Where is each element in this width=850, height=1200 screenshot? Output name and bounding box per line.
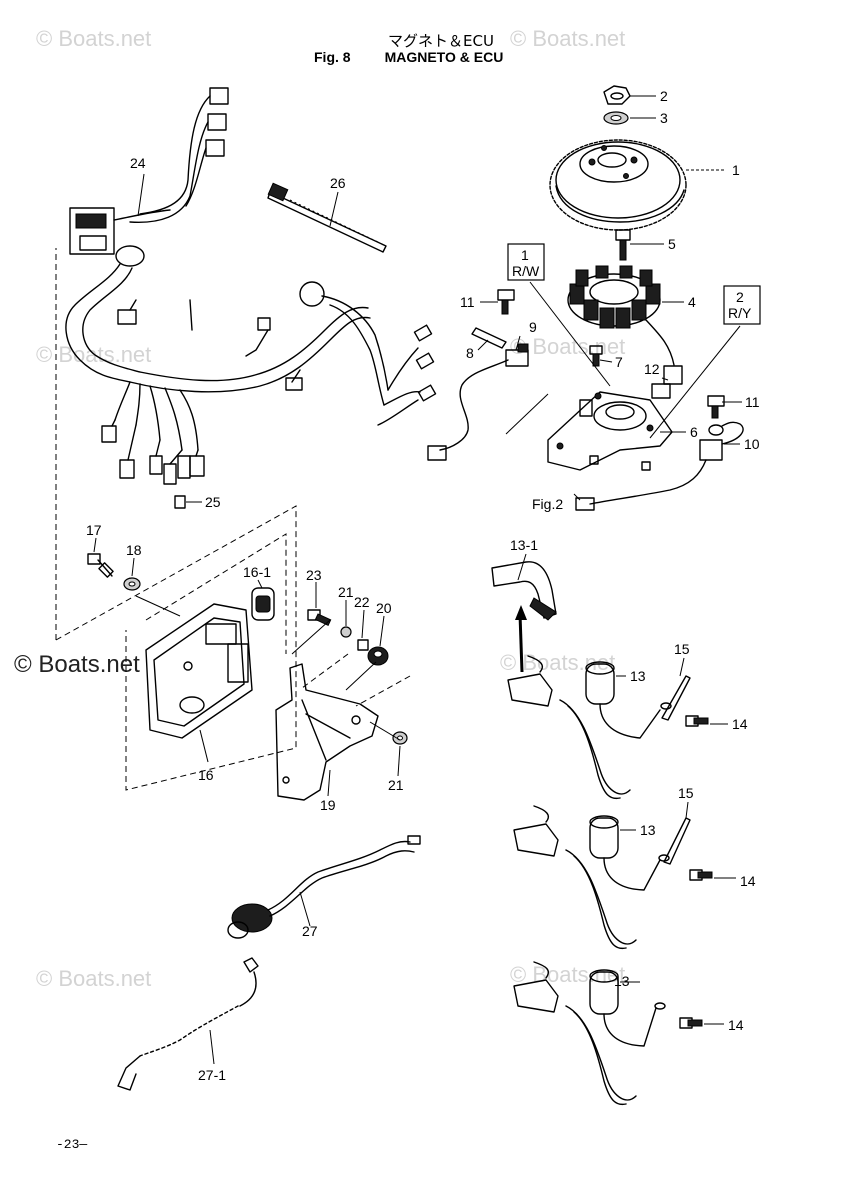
callout: 13: [640, 822, 656, 838]
wire-color-box: [507, 243, 545, 281]
callout: 2: [660, 88, 668, 104]
wire-harness: [65, 87, 437, 485]
callout: 8: [466, 345, 474, 361]
callout: 26: [330, 175, 346, 191]
callout: 15: [674, 641, 690, 657]
box-code: R/W: [512, 263, 540, 279]
page-number: -23—: [56, 1137, 88, 1152]
callout: 5: [668, 236, 676, 252]
bolt: [685, 715, 709, 727]
washer: [603, 111, 629, 125]
bolt: [679, 1017, 703, 1029]
watermark: © Boats.net: [36, 26, 152, 51]
screw: [615, 229, 631, 261]
callout: 15: [678, 785, 694, 801]
pin: [471, 327, 507, 349]
stator-coil: [567, 265, 683, 399]
callout: 24: [130, 155, 146, 171]
grommet: [251, 587, 275, 621]
title-japanese: マグネト＆ECU: [388, 32, 494, 50]
figure-name: MAGNETO & ECU: [384, 49, 504, 65]
thermo-sensor: [575, 421, 744, 511]
spark-plug-cap: [491, 561, 557, 621]
callout: 11: [745, 394, 760, 410]
callout: 20: [376, 600, 392, 616]
grommet: [367, 646, 389, 666]
figure-title: Fig. 8 MAGNETO & ECU: [314, 49, 537, 65]
callout: 22: [354, 594, 370, 610]
callout: 10: [744, 436, 760, 452]
washer: [340, 626, 352, 638]
screw: [589, 345, 603, 367]
stop-switch: [227, 835, 421, 939]
plate: [663, 817, 691, 865]
stator-base: [547, 391, 673, 471]
watermark: © Boats.net: [510, 26, 626, 51]
callout: 16: [198, 767, 214, 783]
ecu-bracket: [275, 663, 379, 801]
pulser-coil: [427, 343, 529, 461]
callout: 3: [660, 110, 668, 126]
callout: Fig.2: [532, 496, 563, 512]
flywheel-nut: [603, 85, 631, 105]
box-number: 2: [736, 289, 744, 305]
callout: 25: [205, 494, 221, 510]
callout: 23: [306, 567, 322, 583]
callout: 27: [302, 923, 318, 939]
callout: 16-1: [243, 564, 271, 580]
watermark: © Boats.net: [510, 334, 626, 359]
ecu-unit: [145, 603, 253, 739]
watermark: © Boats.net: [14, 651, 140, 678]
leader-lines: [93, 95, 742, 1065]
callout: 7: [615, 354, 623, 370]
callout: 9: [529, 319, 537, 335]
plate: [661, 675, 691, 721]
figure-label: Fig. 8: [314, 49, 351, 65]
callout: 13: [614, 973, 630, 989]
ignition-coil: [507, 655, 672, 800]
callout: 12: [644, 361, 660, 377]
callout: 1: [732, 162, 740, 178]
watermark: © Boats.net: [36, 966, 152, 991]
callout: 17: [86, 522, 102, 538]
bolt: [174, 495, 186, 509]
bolt: [497, 289, 515, 315]
callout: 27-1: [198, 1067, 226, 1083]
callout: 14: [732, 716, 748, 732]
cable-tie: [267, 182, 387, 253]
callout: 21: [338, 584, 354, 600]
callout: 4: [688, 294, 696, 310]
collar: [357, 639, 369, 651]
callout: 11: [460, 294, 475, 310]
callout: 21: [388, 777, 404, 793]
wire-color-box: [723, 285, 761, 325]
bolt: [707, 395, 725, 419]
callouts: 24 26 2 3 1 5 4 11 9 8 7 12 11 6 10 25 F…: [86, 88, 760, 1083]
bolt: [87, 553, 114, 578]
ignition-coil: [513, 961, 666, 1106]
callout: 13-1: [510, 537, 538, 553]
lanyard: [117, 957, 259, 1091]
callout: 13: [630, 668, 646, 684]
callout: 6: [690, 424, 698, 440]
callout: 14: [740, 873, 756, 889]
box-number: 1: [521, 247, 529, 263]
washer: [392, 731, 408, 745]
box-code: R/Y: [728, 305, 752, 321]
callout: 19: [320, 797, 336, 813]
callout: 18: [126, 542, 142, 558]
callout: 14: [728, 1017, 744, 1033]
washer: [123, 577, 141, 591]
flywheel: [549, 139, 687, 231]
bolt: [689, 869, 713, 881]
